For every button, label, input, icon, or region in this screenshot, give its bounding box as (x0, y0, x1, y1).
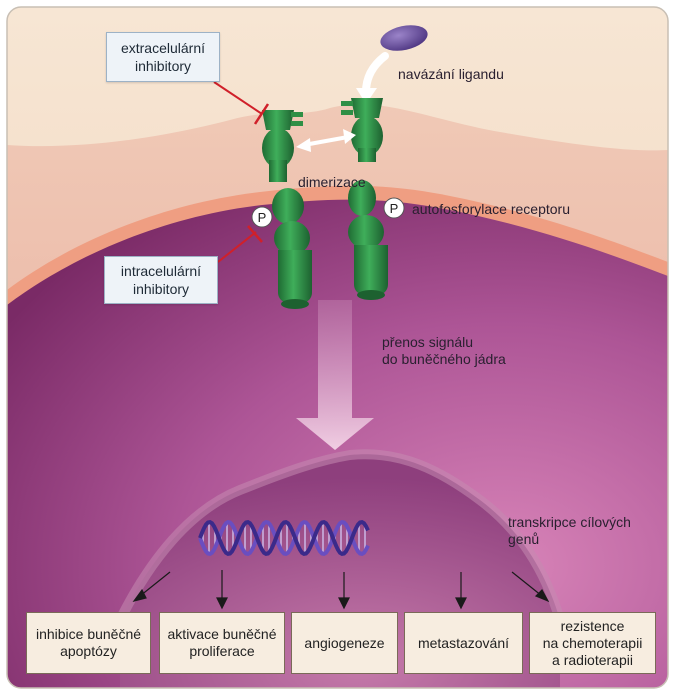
phosphate-left: P (251, 206, 273, 228)
intracellular-inhibitors-line1: intracelulární (120, 263, 202, 279)
signal-transfer-arrow (296, 300, 374, 450)
extracellular-inhibitors-line1: extracelulární (120, 40, 206, 56)
extracellular-inhibitors-line2: inhibitory (134, 58, 192, 74)
intracellular-inhibitors-box: intracelulární inhibitory (104, 256, 218, 304)
svg-text:P: P (390, 201, 399, 216)
receptor-left (262, 110, 312, 309)
dimerization-label: dimerizace (298, 174, 366, 190)
outcome-arrows (132, 570, 550, 610)
extracellular-inhibitor-line (213, 81, 270, 125)
phosphate-right: P (383, 197, 405, 219)
extracellular-inhibitors-box: extracelulární inhibitory (106, 32, 220, 82)
svg-text:P: P (258, 210, 267, 225)
outcome-metastasis: metastazování (404, 612, 523, 674)
nuclear-envelope (115, 449, 565, 623)
signal-transfer-label: přenos signálu do buněčného jádra (382, 334, 506, 367)
intracellular-inhibitors-line2: inhibitory (132, 281, 190, 297)
dimerization-arrow (296, 129, 356, 152)
autophosphorylation-label: autofosforylace receptoru (412, 201, 570, 217)
frame-border (6, 6, 669, 689)
ligand-binding-arrow-head (356, 88, 377, 104)
ligand (380, 25, 428, 51)
ligand-binding-label: navázání ligandu (398, 66, 504, 82)
dna-helix (198, 519, 370, 557)
transcription-label: transkripce cílových genů (508, 514, 631, 547)
outcome-angiogenesis: angiogeneze (291, 612, 398, 674)
intracellular-inhibitor-line (217, 225, 263, 263)
receptor-right (341, 98, 388, 300)
